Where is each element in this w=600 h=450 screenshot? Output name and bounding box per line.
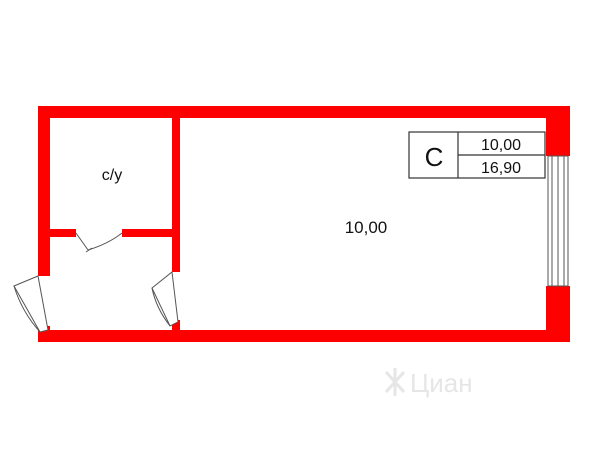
wall-partition-vertical <box>172 118 180 272</box>
doors <box>13 232 179 333</box>
door-main-room <box>151 271 179 327</box>
legend-value-top: 10,00 <box>481 137 521 154</box>
wall-bathroom-bottom-left <box>50 229 76 237</box>
watermark: Циан <box>384 368 473 398</box>
wall-bathroom-bottom-right <box>122 229 172 237</box>
legend-value-bottom: 16,90 <box>481 160 521 177</box>
main-room-area: 10,00 <box>345 218 388 237</box>
wall-top <box>38 106 570 118</box>
door-entry <box>13 275 49 333</box>
wall-stub-1 <box>172 320 180 330</box>
wall-bottom <box>38 330 570 342</box>
wall-left <box>38 106 50 276</box>
wall-right-bottom <box>546 286 570 342</box>
door-bathroom <box>75 232 123 253</box>
legend-letter: С <box>425 142 444 172</box>
wall-right-top <box>546 106 570 156</box>
watermark-logo-icon <box>384 368 406 396</box>
walls <box>38 106 570 342</box>
area-legend: С 10,00 16,90 <box>408 131 546 179</box>
bathroom-label: с/у <box>102 167 122 184</box>
watermark-text: Циан <box>410 368 473 398</box>
window <box>547 155 569 287</box>
